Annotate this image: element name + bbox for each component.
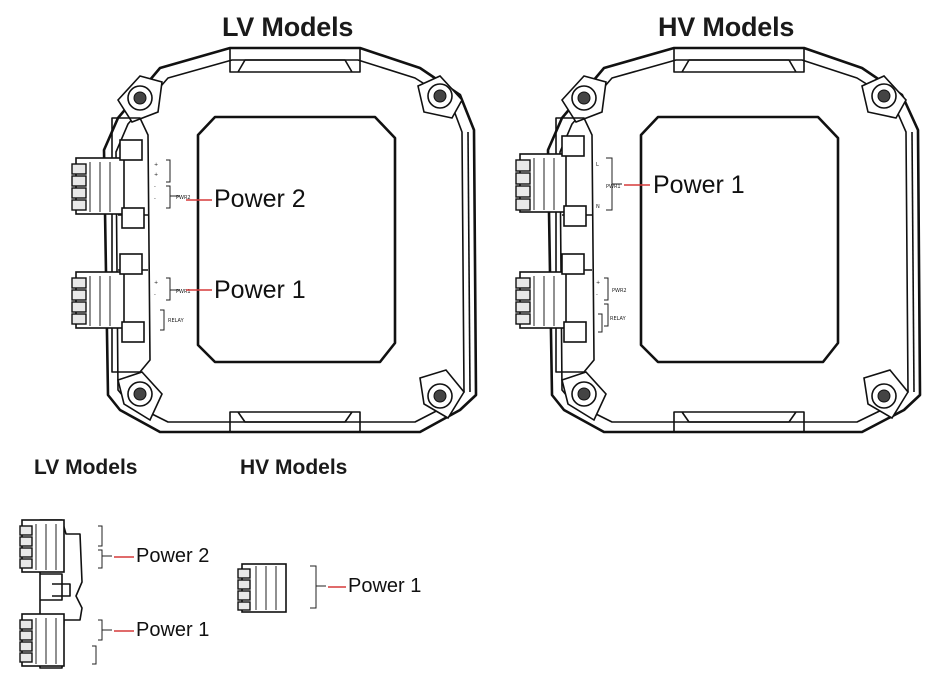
lv-group-top: PWR2	[176, 195, 191, 201]
lv-mark-1: +	[154, 162, 158, 168]
hv-detail-block	[237, 563, 287, 613]
hv-detail-bracket	[310, 565, 326, 609]
hv-mark-4: -	[596, 292, 598, 298]
hv-display-window	[639, 115, 840, 364]
hv-models-title: HV Models	[658, 12, 795, 42]
hv-callout-power1: Power 1	[653, 171, 745, 199]
lv-group-bottom: PWR1	[176, 289, 191, 295]
lv-detail-callout-power1: Power 1	[136, 619, 210, 641]
lv-detail-callout-power2: Power 2	[136, 545, 210, 567]
lv-mount-top-right	[417, 75, 463, 119]
hv-mark-3: +	[596, 280, 600, 286]
hv-terminal-block-bottom	[515, 253, 587, 343]
lv-mark-2: +	[154, 172, 158, 178]
lv-terminal-block-top	[71, 139, 145, 229]
lv-terminal-block-bottom	[71, 253, 145, 343]
lv-mark-4: -	[154, 196, 156, 202]
hv-mount-bottom-right	[863, 369, 909, 420]
hv-detail-title: HV Models	[240, 456, 348, 479]
hv-enclosure-inner	[559, 59, 909, 423]
lv-models-title: LV Models	[222, 12, 354, 42]
lv-mark-5: +	[154, 280, 158, 286]
lv-mark-3: -	[154, 184, 156, 190]
lv-callout-power1: Power 1	[214, 276, 306, 304]
hv-right-edge	[911, 131, 915, 393]
lv-detail-block-top	[19, 519, 65, 573]
lv-callout-power2: Power 2	[214, 185, 306, 213]
hv-relay-mark: RELAY	[610, 316, 627, 322]
lv-top-notch	[229, 48, 361, 73]
hv-mount-top-right	[861, 75, 907, 119]
hv-mount-top-left	[560, 75, 607, 123]
hv-mark-1: L	[596, 162, 599, 168]
lv-enclosure-inner	[115, 59, 465, 423]
lv-detail-brackets	[92, 525, 112, 665]
lv-display-window	[196, 115, 397, 364]
hv-top-notch	[673, 48, 805, 73]
hv-detail-connector	[237, 563, 346, 613]
lv-mount-bottom-left	[117, 371, 163, 422]
hv-enclosure-body	[546, 46, 922, 434]
hv-terminal-block-top	[515, 135, 587, 227]
lv-enclosure: + + - - PWR2 + - PWR1 RELAY	[71, 46, 478, 434]
lv-detail-housing	[39, 519, 83, 669]
lv-right-edge	[467, 131, 471, 393]
lv-mount-bottom-right	[419, 369, 465, 420]
hv-mark-2: N	[596, 204, 600, 210]
hv-detail-callout-power1: Power 1	[348, 575, 422, 597]
lv-relay-mark: RELAY	[168, 318, 185, 324]
lv-detail-connectors	[19, 519, 134, 669]
lv-mark-6: -	[154, 292, 156, 298]
lv-mount-top-left	[116, 75, 163, 123]
hv-bottom-notch	[673, 411, 805, 432]
hv-terminal-brackets	[598, 157, 622, 333]
lv-terminal-brackets	[160, 159, 180, 331]
hv-group-bottom: PWR2	[612, 288, 627, 294]
lv-bottom-notch	[229, 411, 361, 432]
hv-group-top: PWR1	[606, 184, 621, 190]
lv-detail-title: LV Models	[34, 456, 138, 479]
lv-detail-block-bottom	[19, 613, 65, 667]
hv-mount-bottom-left	[561, 371, 607, 422]
lv-enclosure-body	[102, 46, 478, 434]
hv-enclosure: L N PWR1 + - PWR2 RELAY	[515, 46, 922, 434]
